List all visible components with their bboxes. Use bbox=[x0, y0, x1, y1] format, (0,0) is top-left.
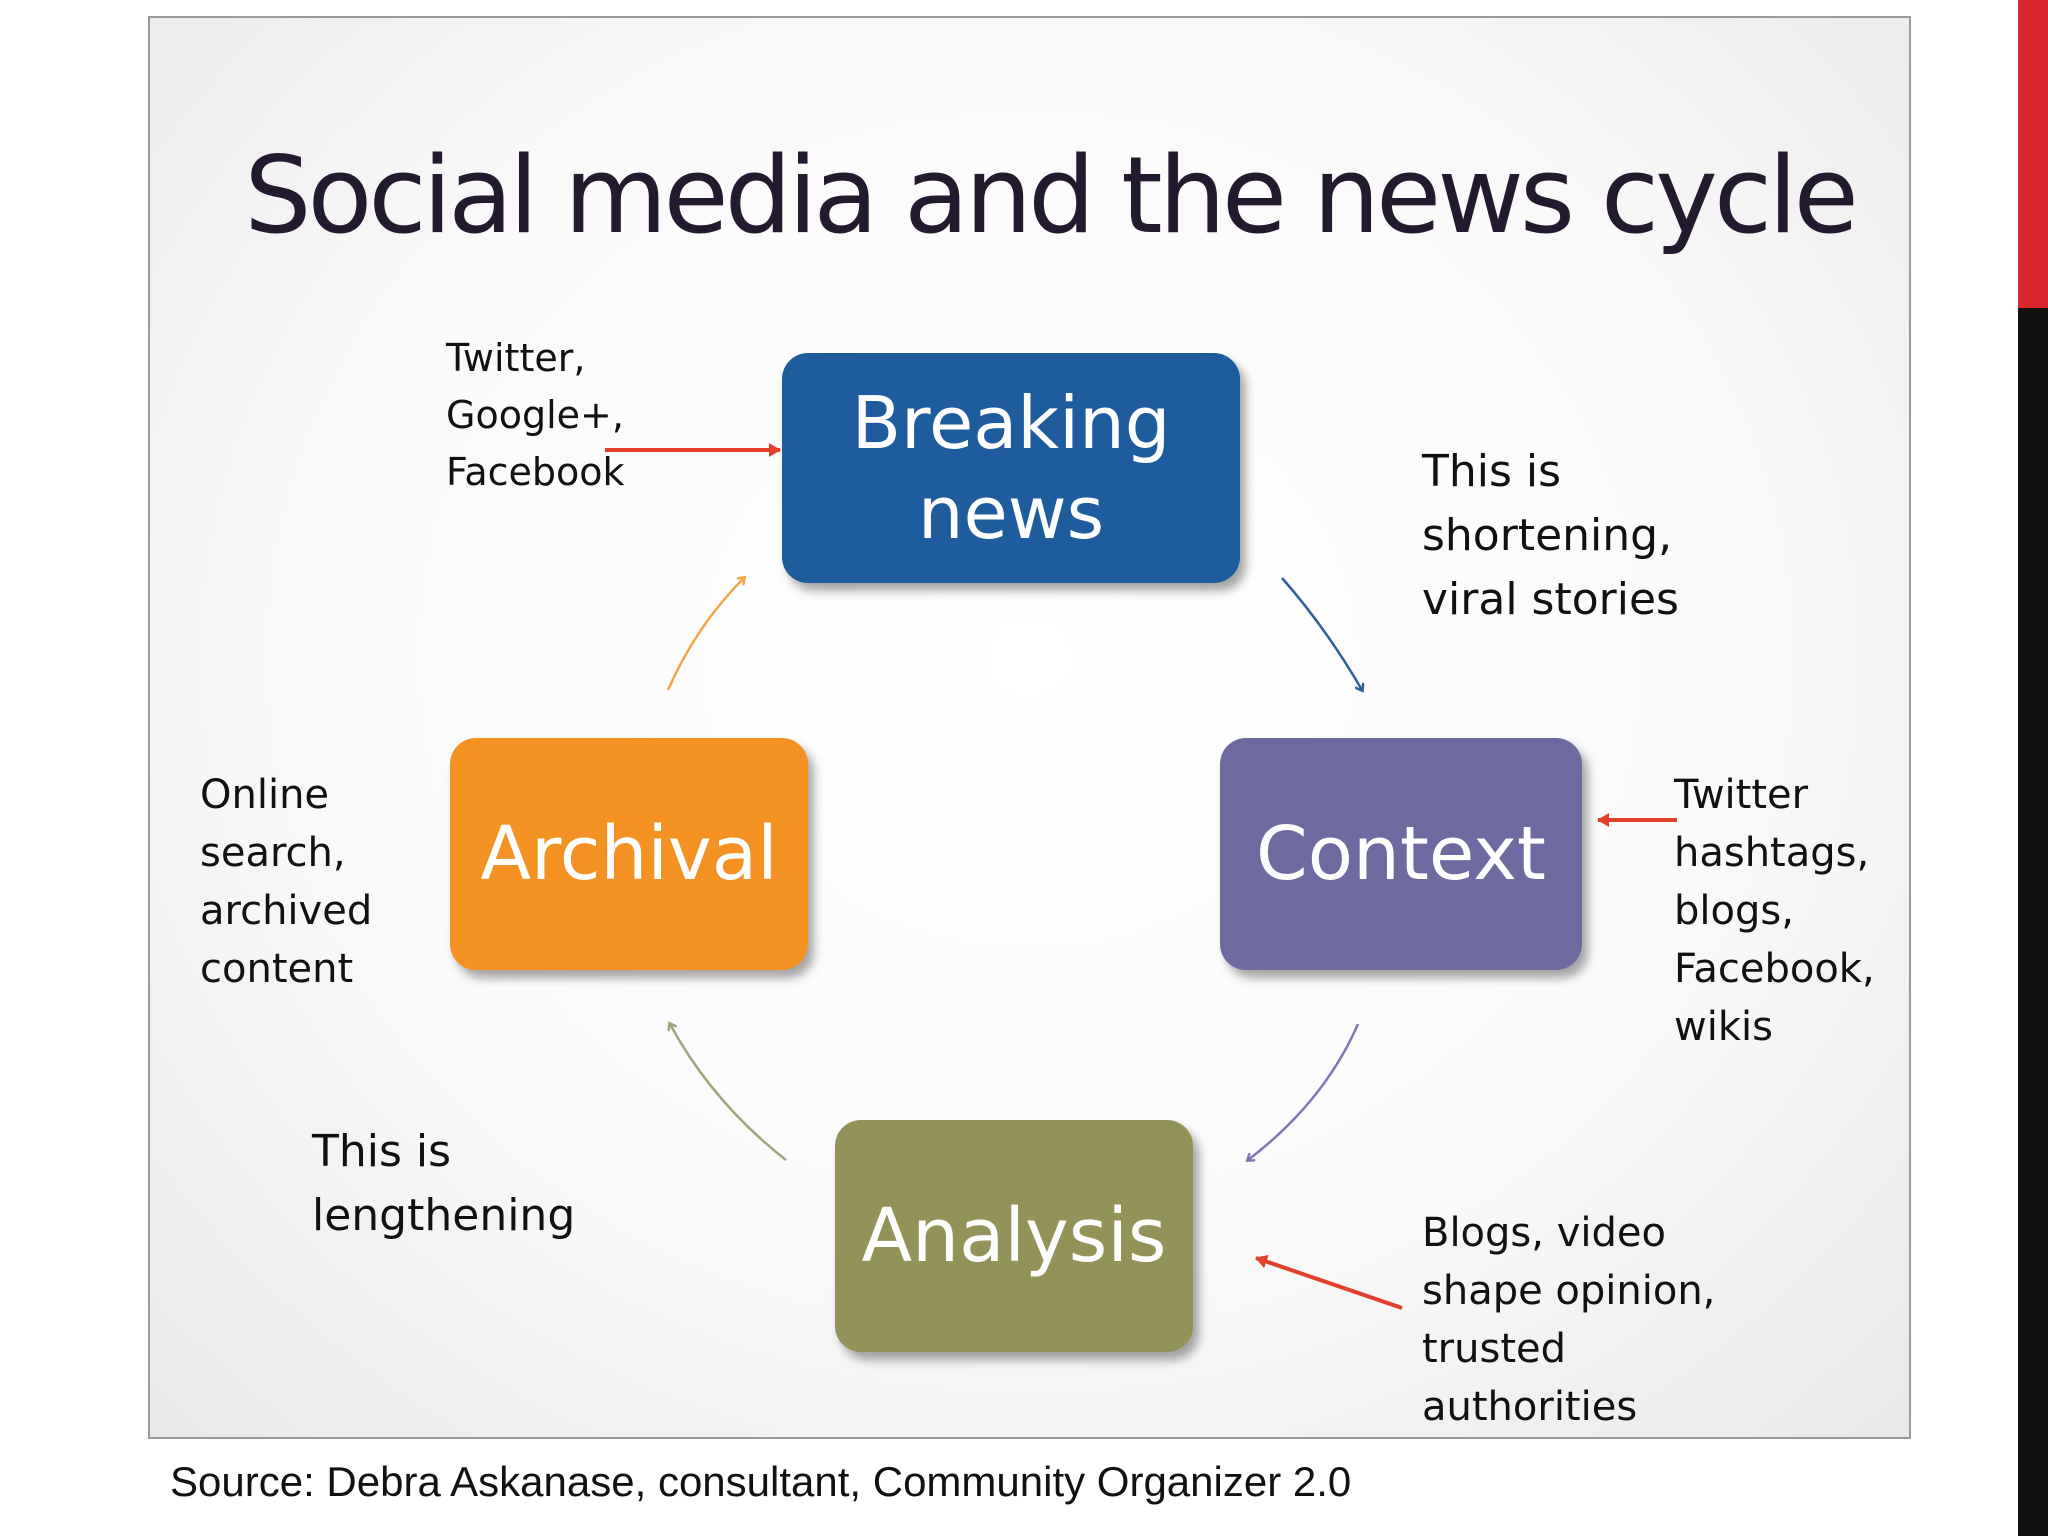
note-context-sources: Twitter hashtags, blogs, Facebook, wikis bbox=[1674, 772, 1875, 1050]
arrow-analysis-to-archival bbox=[670, 1024, 787, 1161]
node-breaking-news-label: Breaking news bbox=[851, 381, 1171, 555]
note-lengthening: This is lengthening bbox=[312, 1126, 576, 1241]
node-analysis: Analysis bbox=[835, 1120, 1193, 1352]
source-caption: Source: Debra Askanase, consultant, Comm… bbox=[170, 1458, 1352, 1505]
sidebar-dark-bar bbox=[2018, 308, 2048, 1536]
node-archival-label: Archival bbox=[480, 810, 778, 897]
cycle-arrows bbox=[605, 443, 1677, 1310]
sidebar-accent-bar bbox=[2018, 0, 2048, 308]
node-analysis-label: Analysis bbox=[861, 1192, 1167, 1279]
note-breaking-sources: Twitter, Google+, Facebook bbox=[446, 336, 625, 494]
node-archival: Archival bbox=[450, 738, 808, 970]
arrow-breaking-to-context bbox=[1281, 577, 1362, 690]
slide-frame: Social media and the news cycle bbox=[148, 16, 1911, 1439]
note-shortening: This is shortening, viral stories bbox=[1422, 446, 1679, 625]
note-archival-sources: Online search, archived content bbox=[200, 772, 373, 992]
arrow-archival-to-breaking bbox=[666, 578, 744, 691]
node-context: Context bbox=[1220, 738, 1582, 970]
slide-title: Social media and the news cycle bbox=[244, 134, 1859, 257]
arrow-context-to-analysis bbox=[1248, 1023, 1360, 1160]
arrow-sources-to-analysis bbox=[1255, 1254, 1403, 1310]
note-analysis-sources: Blogs, video shape opinion, trusted auth… bbox=[1422, 1210, 1716, 1430]
node-context-label: Context bbox=[1256, 810, 1546, 897]
node-breaking-news: Breaking news bbox=[782, 353, 1240, 583]
